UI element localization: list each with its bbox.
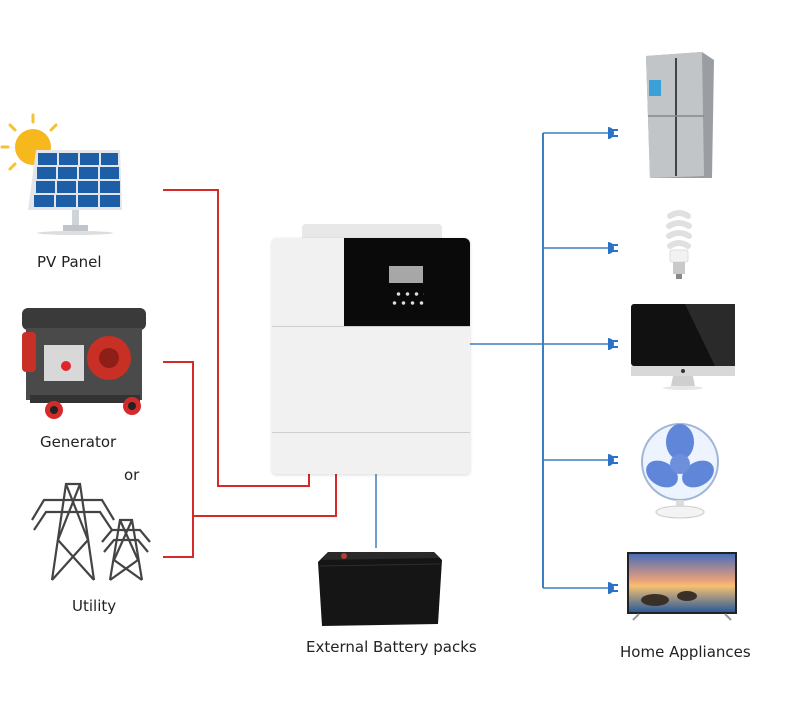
plug-icon: [608, 127, 618, 139]
monitor-icon: [629, 302, 737, 392]
plug-icon: [608, 338, 618, 350]
utility-line: [193, 474, 337, 517]
battery-icon: [316, 546, 444, 630]
generator-source: [14, 300, 154, 425]
or-label: or: [124, 466, 140, 484]
battery-label: External Battery packs: [306, 638, 477, 656]
inverter-mount-bracket: [302, 224, 442, 240]
home-appliances-label: Home Appliances: [620, 643, 751, 661]
inverter-seam: [272, 326, 470, 327]
generator-icon: [22, 308, 146, 419]
inverter-icon: [272, 224, 470, 474]
tv-icon: [625, 550, 739, 622]
light-bulb-icon: [662, 206, 696, 282]
plug-icon: [608, 242, 618, 254]
inverter-seam: [272, 432, 470, 433]
power-tower-icon: [31, 482, 151, 581]
fan-icon: [638, 420, 722, 520]
pv-panel-label: PV Panel: [37, 253, 102, 271]
plug-icon: [608, 454, 618, 466]
indicator-leds: [394, 292, 424, 296]
solar-panel-icon: [0, 113, 122, 235]
generator-line: [163, 361, 194, 558]
pv-source: [0, 110, 140, 240]
utility-source: [28, 480, 158, 585]
generator-label: Generator: [40, 433, 117, 451]
load-branches: [543, 132, 608, 589]
utility-label: Utility: [72, 597, 117, 615]
pv-line: [163, 189, 310, 487]
control-buttons: [390, 301, 428, 305]
refrigerator-icon: [642, 50, 716, 182]
plug-icon: [608, 582, 618, 594]
inverter-display-panel: [344, 238, 470, 326]
lcd-screen: [389, 266, 423, 283]
